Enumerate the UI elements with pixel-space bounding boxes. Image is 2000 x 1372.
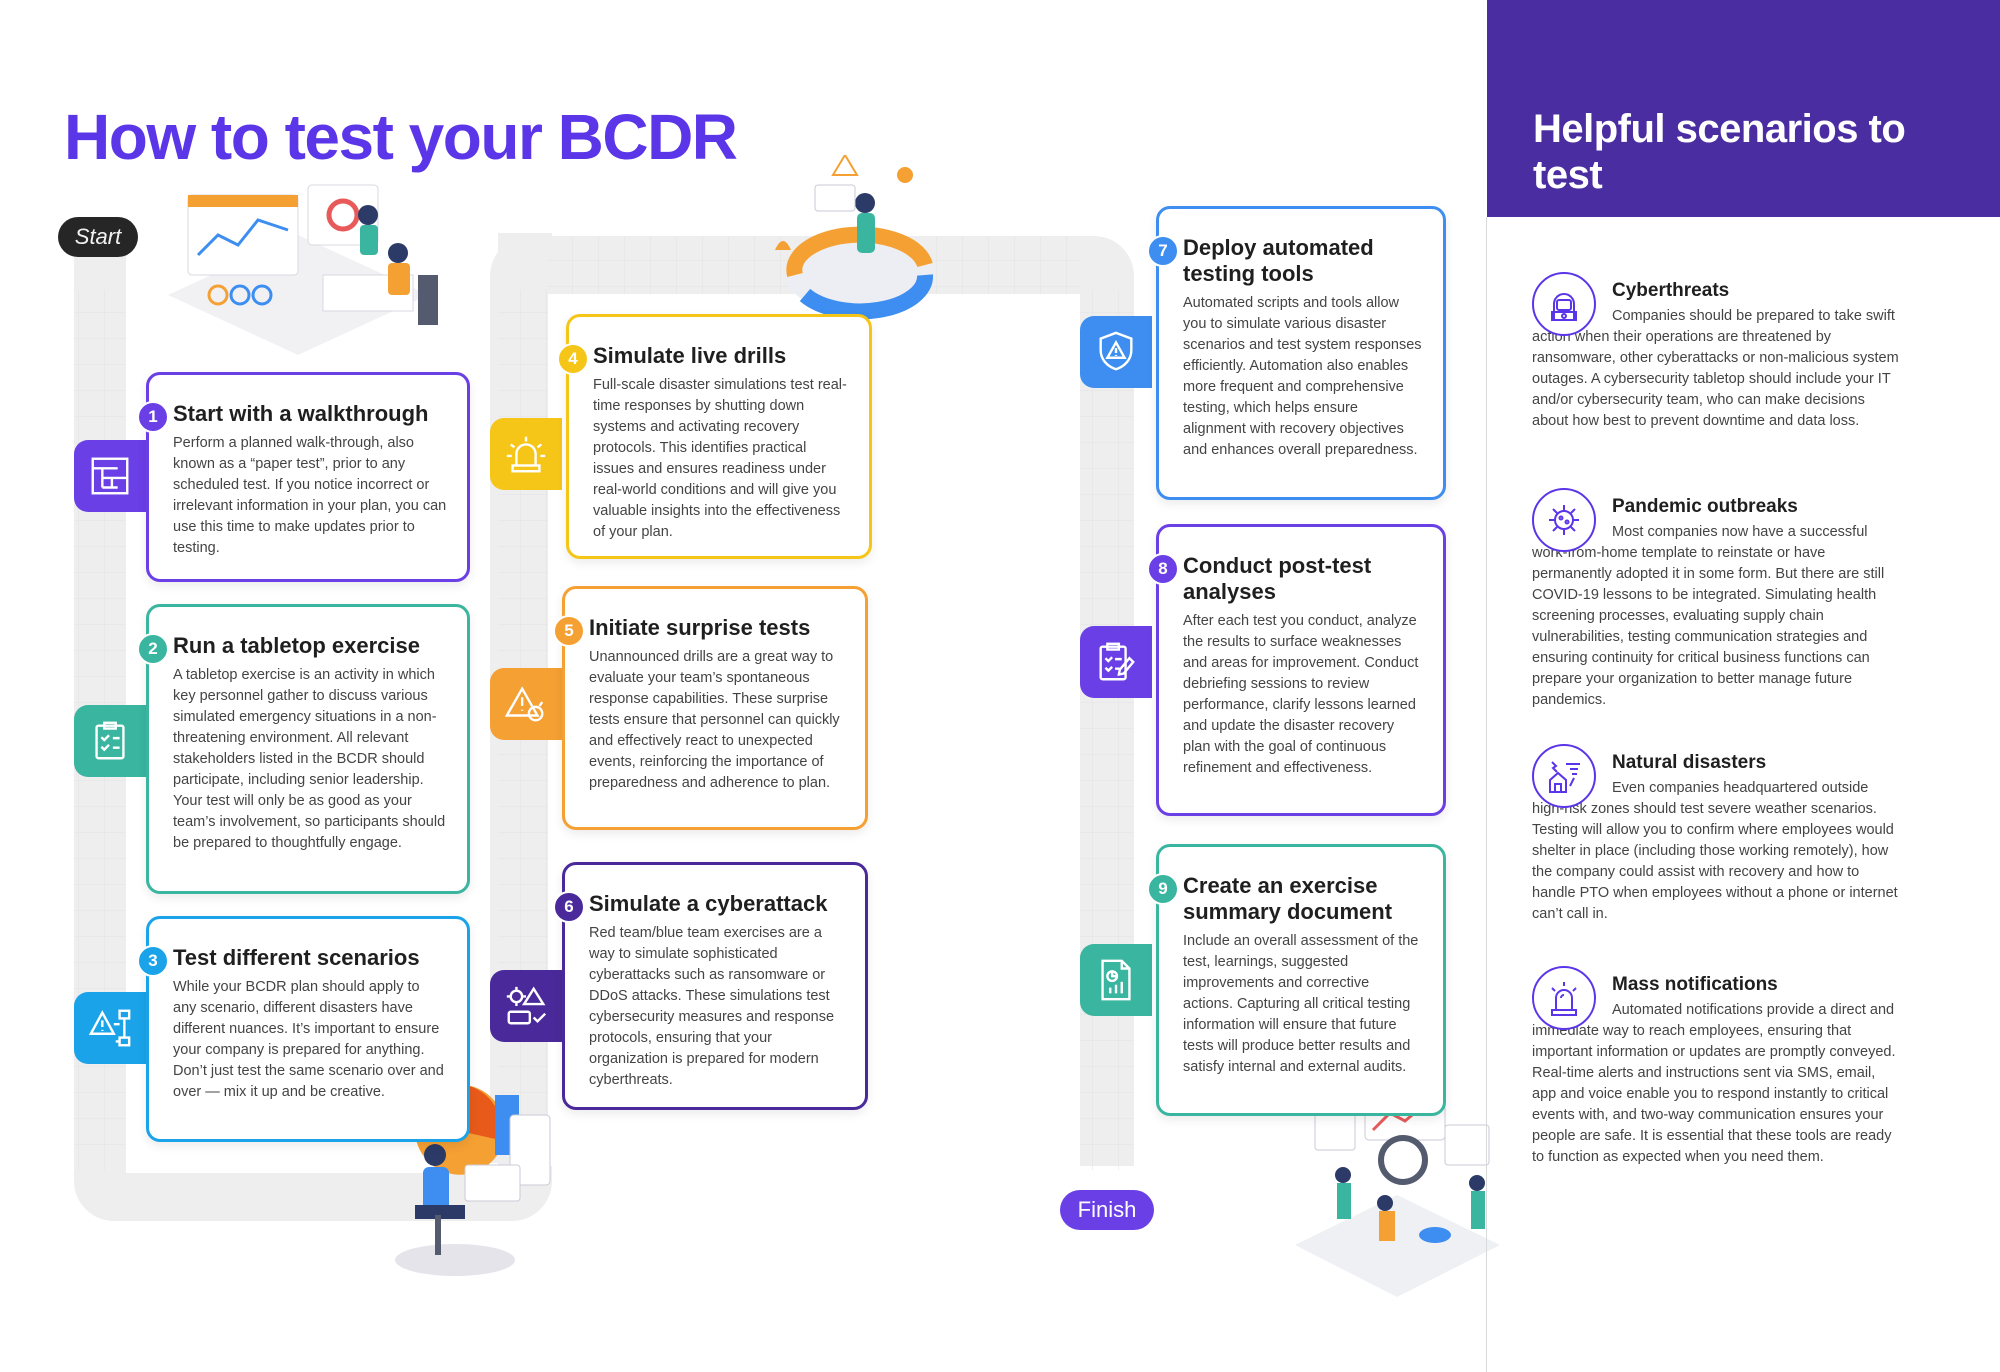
step-9-number: 9 [1147,873,1179,905]
clipboard-analysis-icon [1099,642,1135,681]
scenario-mass-notifications-body: Automated notifications provide a direct… [1532,1002,1896,1165]
scenario-pandemic-title: Pandemic outbreaks [1612,496,1798,517]
step-3-title: Test different scenarios [173,945,420,970]
step-7-card: 7 Deploy automated testing tools Automat… [1147,206,1446,500]
step-8-title: Conduct post-test analyses [1183,553,1372,604]
step-1-icon-tab [74,440,146,512]
maze-icon [91,457,129,495]
step-4-card: 4 Simulate live drills Full-scale disast… [557,314,872,559]
step-5-card: 5 Initiate surprise tests Unannounced dr… [553,586,868,830]
scenario-cyberthreats-body: Companies should be prepared to take swi… [1532,308,1899,429]
track-column-1-cover [126,1163,498,1173]
scenario-mass-notifications: Mass notifications Automated notificatio… [1532,966,1902,1168]
scenario-natural-disasters: Natural disasters Even companies headqua… [1532,744,1902,925]
step-2-body: A tabletop exercise is an activity in wh… [173,667,446,851]
step-8-number: 8 [1147,553,1179,585]
step-5-icon-tab [490,668,562,740]
alarm-light-icon [1551,982,1577,1016]
step-2-number: 2 [137,633,169,665]
scenario-pandemic: Pandemic outbreaks Most companies now ha… [1532,488,1902,711]
step-5-title: Initiate surprise tests [589,615,811,640]
recovery-cycle-illustration [775,155,935,320]
step-1-body: Perform a planned walk-through, also kno… [173,435,447,556]
scenario-natural-disasters-title: Natural disasters [1612,752,1767,773]
step-7-title: Deploy automated testing tools [1183,235,1374,286]
step-6-icon-tab [490,970,562,1042]
scenario-pandemic-body: Most companies now have a successful wor… [1532,524,1885,708]
scenario-natural-disasters-body: Even companies headquartered outside hig… [1532,780,1898,922]
step-9-title: Create an exercise summary document [1183,873,1393,924]
scenario-cyberthreats: Cyberthreats Companies should be prepare… [1532,272,1902,432]
siren-icon [506,436,546,473]
step-1-number: 1 [137,401,169,433]
page-title: How to test your BCDR [64,101,738,173]
step-4-number: 4 [557,343,589,375]
clipboard-checklist-icon [95,721,125,760]
sidebar-divider [1486,217,1487,1372]
step-1-card: 1 Start with a walkthrough Perform a pla… [137,372,470,582]
hacker-icon [1551,293,1577,321]
step-4-icon-tab [490,418,562,490]
step-7-body: Automated scripts and tools allow you to… [1183,295,1422,458]
step-3-number: 3 [137,945,169,977]
step-8-icon-tab [1080,626,1152,698]
gear-alert-icon [506,986,547,1025]
step-8-body: After each test you conduct, analyze the… [1183,613,1419,776]
step-6-card: 6 Simulate a cyberattack Red team/blue t… [553,862,868,1110]
sidebar-title: Helpful scenarios to test [1533,107,1906,197]
scenario-cyberthreats-title: Cyberthreats [1612,280,1730,301]
sidebar-header: Helpful scenarios to test [1487,0,2000,217]
start-label: Start [58,217,138,257]
step-9-body: Include an overall assessment of the tes… [1183,933,1419,1075]
step-4-title: Simulate live drills [593,343,787,368]
step-2-icon-tab [74,705,146,777]
alert-flowchart-icon [88,1009,131,1047]
step-5-body: Unannounced drills are a great way to ev… [589,649,840,791]
step-3-body: While your BCDR plan should apply to any… [173,979,444,1100]
step-6-title: Simulate a cyberattack [589,891,828,916]
storm-house-icon [1549,761,1580,793]
step-6-body: Red team/blue team exercises are a way t… [589,925,835,1088]
step-1-title: Start with a walkthrough [173,401,429,426]
step-3-icon-tab [74,992,146,1064]
warning-bomb-icon [504,686,544,722]
virus-icon [1549,505,1579,535]
step-5-number: 5 [553,615,585,647]
step-8-card: 8 Conduct post-test analyses After each … [1147,524,1446,816]
step-2-title: Run a tabletop exercise [173,633,420,658]
shield-alert-icon [1099,331,1133,371]
report-document-icon [1101,959,1131,1001]
finish-label: Finish [1060,1190,1154,1230]
team-dashboard-illustration [168,184,438,355]
step-4-body: Full-scale disaster simulations test rea… [593,377,847,540]
step-7-icon-tab [1080,316,1152,388]
step-9-icon-tab [1080,944,1152,1016]
step-9-card: 9 Create an exercise summary document In… [1147,844,1446,1116]
step-7-number: 7 [1147,235,1179,267]
step-2-card: 2 Run a tabletop exercise A tabletop exe… [137,604,470,894]
scenario-mass-notifications-title: Mass notifications [1612,974,1778,995]
step-6-number: 6 [553,891,585,923]
step-3-card: 3 Test different scenarios While your BC… [137,916,470,1142]
